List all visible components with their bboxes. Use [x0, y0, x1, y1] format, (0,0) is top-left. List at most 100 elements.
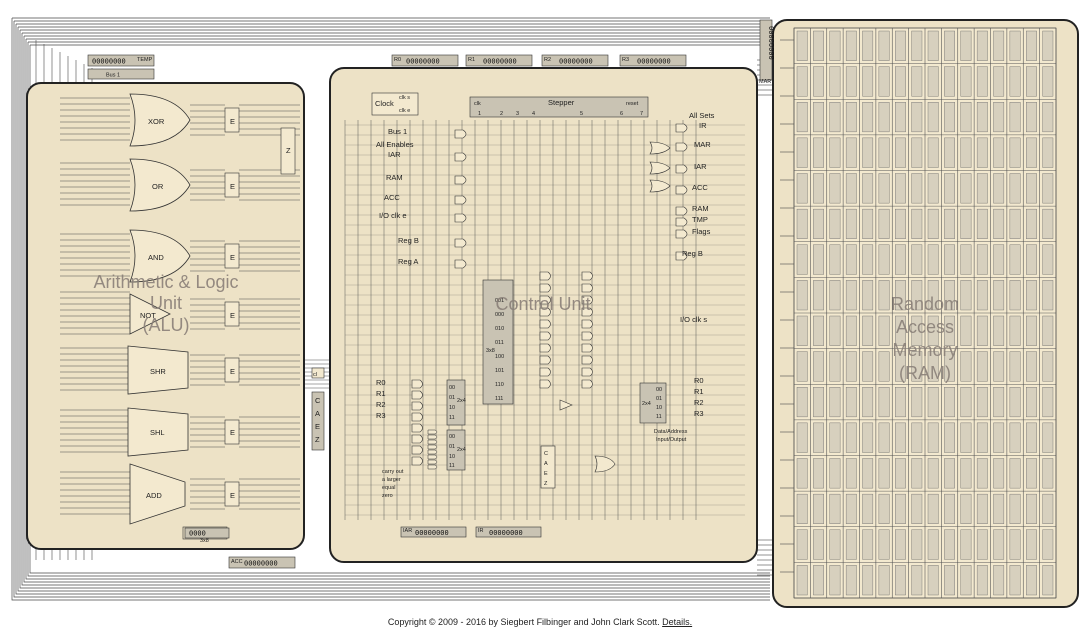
- dec-b-label: 2x4: [457, 447, 466, 453]
- cu-left-acc: ACC: [384, 193, 400, 202]
- ram-cell: [895, 494, 905, 524]
- register-temp[interactable]: 00000000 TEMP: [88, 55, 154, 66]
- ram-cell: [977, 102, 987, 132]
- cu-and-gate: [582, 272, 593, 280]
- ram-cell: [813, 245, 823, 275]
- ram-cell: [1010, 31, 1020, 61]
- ram-cell: [1026, 245, 1036, 275]
- flag-a: A: [544, 461, 548, 467]
- ram-cell: [846, 31, 856, 61]
- cu-right-acc: ACC: [692, 183, 708, 192]
- cu-and-gate: [540, 320, 551, 328]
- dec-a-11: 11: [449, 415, 455, 421]
- register-temp-value: 00000000: [92, 58, 126, 66]
- cu-select-gate: [412, 435, 423, 443]
- ram-cell: [928, 67, 938, 97]
- cu-select-gate: [412, 413, 423, 421]
- cu-select-gate: [428, 460, 437, 464]
- ram-cell: [1010, 209, 1020, 239]
- cu-gate: [455, 196, 466, 204]
- ram-cell: [879, 102, 889, 132]
- cu-decoder-row-110: 110: [495, 382, 504, 388]
- ram-cell: [895, 174, 905, 204]
- stepper-step-2: 2: [500, 111, 503, 117]
- ram-cell: [944, 245, 954, 275]
- ram-cell: [863, 352, 873, 382]
- ram-cell: [895, 138, 905, 168]
- dec-io-label: 2x4: [642, 401, 651, 407]
- ram-cell: [813, 174, 823, 204]
- ram-cell: [797, 102, 807, 132]
- ram-cell: [977, 459, 987, 489]
- ram-cell: [928, 530, 938, 560]
- alu-title-line3: (ALU): [142, 315, 189, 335]
- alu-gate-shr-label: SHR: [150, 367, 166, 376]
- cu-left-reg-a: Reg A: [398, 257, 418, 266]
- cu-select-left-r0: R0: [376, 378, 386, 387]
- register-acc[interactable]: ACC 00000000: [229, 557, 295, 568]
- ram-cell: [830, 245, 840, 275]
- cu-right-ir: IR: [699, 121, 707, 130]
- ram-cell: [977, 31, 987, 61]
- alu-gate-xor-label: XOR: [148, 117, 165, 126]
- ram-cell: [879, 423, 889, 453]
- register-ir[interactable]: IR 00000000: [476, 527, 541, 537]
- cu-select-gate: [412, 446, 423, 454]
- ram-cell: [863, 280, 873, 310]
- ram-cell: [797, 245, 807, 275]
- register-r2[interactable]: R2 00000000: [542, 55, 608, 66]
- register-r0[interactable]: R0 00000000: [392, 55, 458, 66]
- clock-box[interactable]: Clock clk s clk e: [372, 93, 418, 115]
- ram-cell: [879, 245, 889, 275]
- ram-cell: [879, 174, 889, 204]
- ram-cell: [813, 67, 823, 97]
- cu-gate: [455, 176, 466, 184]
- ram-cell: [961, 530, 971, 560]
- ram-cell: [961, 316, 971, 346]
- ram-cell: [961, 138, 971, 168]
- register-iar-label: IAR: [403, 528, 412, 534]
- cu-and-gate: [540, 356, 551, 364]
- ram-cell: [961, 459, 971, 489]
- ram-cell: [944, 102, 954, 132]
- register-r3[interactable]: R3 00000000: [620, 55, 686, 66]
- ram-cell: [1010, 459, 1020, 489]
- ram-cell: [1043, 209, 1053, 239]
- cu-gate: [676, 165, 687, 173]
- ram-cell: [1010, 387, 1020, 417]
- ram-cell: [830, 31, 840, 61]
- ram-cell: [1010, 138, 1020, 168]
- ram-cell: [813, 530, 823, 560]
- ram-cell: [863, 565, 873, 595]
- ram-cell: [928, 423, 938, 453]
- control-unit-title: Control Unit: [495, 294, 590, 314]
- ram-cell: [928, 494, 938, 524]
- ram-cell: [977, 352, 987, 382]
- alu-enable-7-label: E: [230, 491, 235, 500]
- stepper-box: clk Stepper reset 1 2 3 4 5 6 7: [470, 97, 648, 117]
- register-r1[interactable]: R1 00000000: [466, 55, 532, 66]
- ram-cell: [895, 423, 905, 453]
- ram-cell: [1043, 31, 1053, 61]
- footer-details-link[interactable]: Details.: [662, 617, 692, 627]
- ram-cell: [994, 209, 1004, 239]
- ram-cell: [1043, 352, 1053, 382]
- cu-and-gate: [540, 380, 551, 388]
- cu-select-right-r3: R3: [694, 409, 704, 418]
- ram-cell: [928, 174, 938, 204]
- ram-cell: [863, 387, 873, 417]
- cu-left-ram: RAM: [386, 173, 403, 182]
- register-iar[interactable]: IAR 00000000: [401, 527, 466, 537]
- ram-cell: [846, 209, 856, 239]
- alu-enable-4-label: E: [230, 311, 235, 320]
- ram-cell: [944, 459, 954, 489]
- ram-cell: [830, 530, 840, 560]
- ram-cell: [912, 530, 922, 560]
- ram-cell: [1043, 530, 1053, 560]
- ram-cell: [813, 280, 823, 310]
- ram-cell: [912, 494, 922, 524]
- register-tmp-value: 0000: [189, 530, 206, 538]
- ram-cell: [912, 102, 922, 132]
- register-ir-value: 00000000: [489, 529, 523, 537]
- register-tmp[interactable]: 0000: [185, 528, 229, 538]
